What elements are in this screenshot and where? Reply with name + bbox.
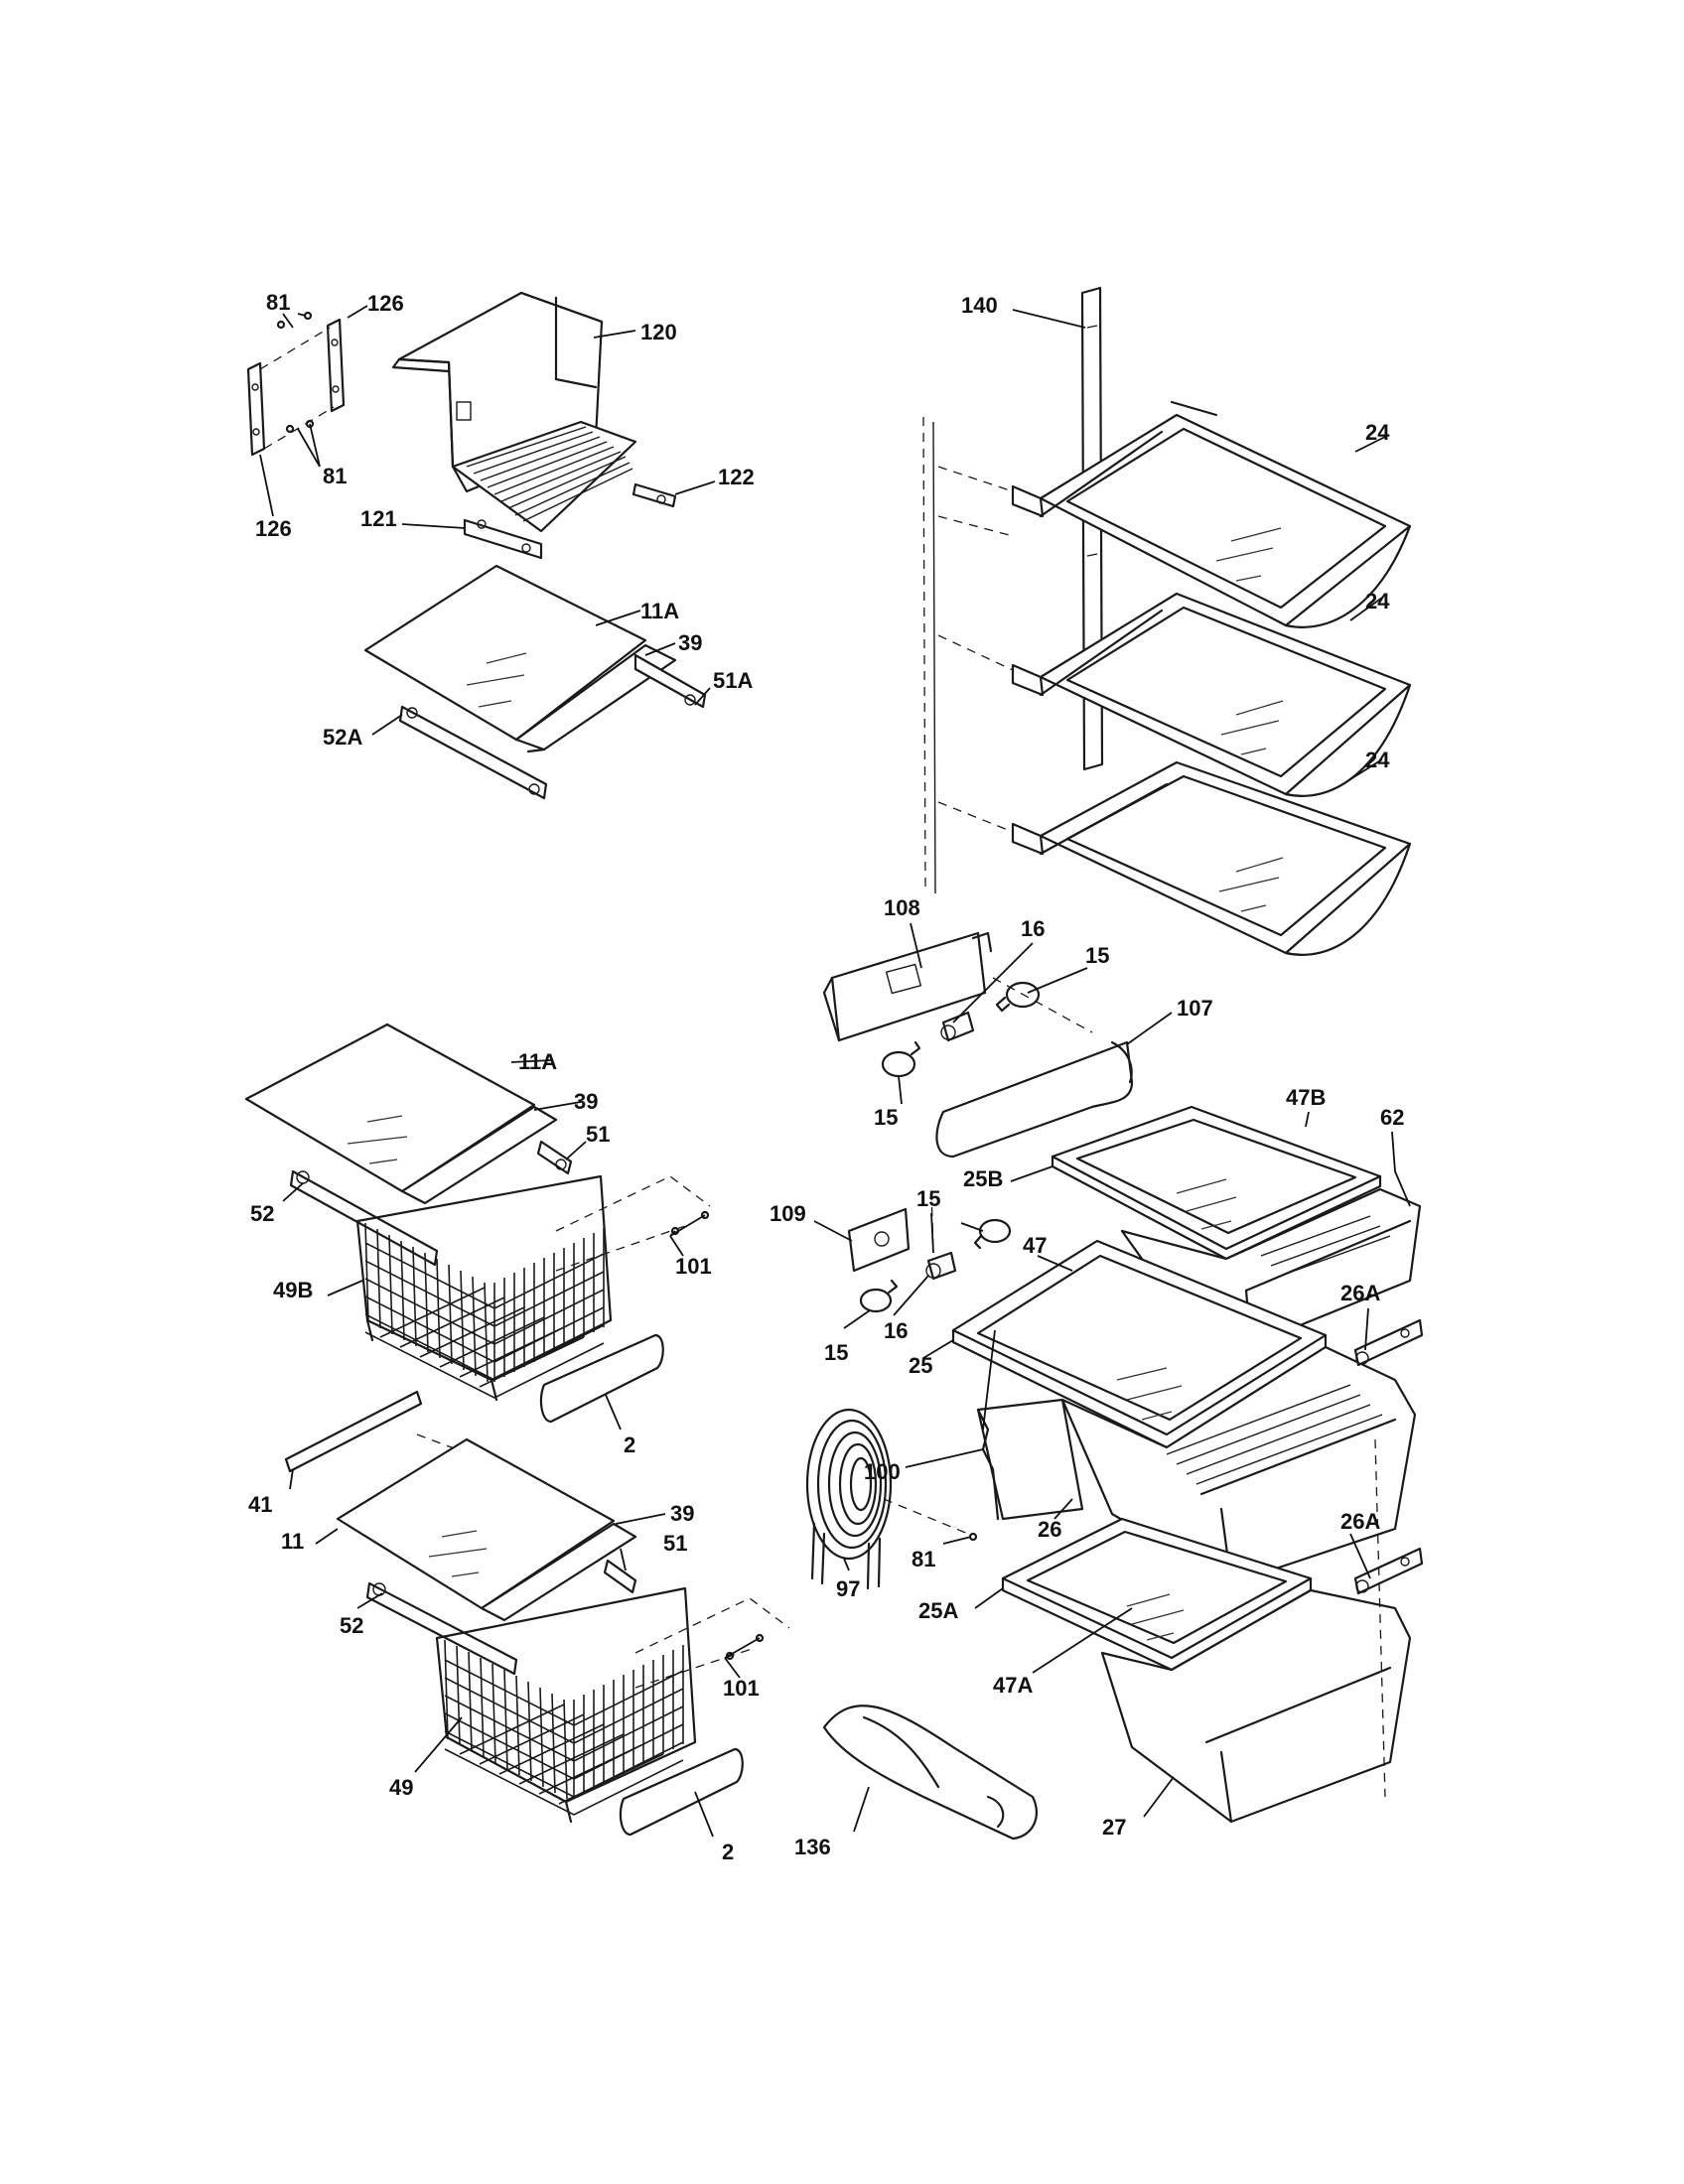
callout-24-middle: 24 — [1365, 589, 1390, 614]
callout-120: 120 — [640, 320, 677, 344]
trim-cover-136 — [822, 1705, 1038, 1841]
callout-25A: 25A — [918, 1598, 958, 1623]
basket-wire-grid — [444, 1639, 684, 1816]
light-housing-109 — [847, 1207, 911, 1273]
rail-51-low — [603, 1559, 637, 1594]
shelf-11A-mid — [244, 1023, 536, 1193]
light-socket-16-mid-icon — [925, 1251, 957, 1281]
callout-25: 25 — [909, 1353, 932, 1378]
callout-16-top: 16 — [1021, 916, 1045, 941]
shelf-11A-top — [363, 564, 647, 742]
callout-52-low: 52 — [340, 1613, 363, 1638]
trim-cover-2-mid — [539, 1333, 664, 1424]
leader-lines — [259, 305, 1411, 1838]
callout-39-top: 39 — [678, 630, 702, 655]
callout-16-mid: 16 — [884, 1318, 908, 1343]
callout-15-d: 15 — [824, 1340, 848, 1365]
shelf-frame-39-top — [514, 643, 677, 753]
callout-15-c: 15 — [916, 1186, 940, 1211]
callout-41: 41 — [248, 1492, 272, 1517]
light-shield-107 — [935, 1040, 1134, 1159]
callout-109: 109 — [770, 1201, 806, 1226]
rail-51-mid — [536, 1140, 573, 1175]
callout-26A-bottom: 26A — [1340, 1509, 1380, 1534]
ice-bin-120 — [391, 291, 637, 533]
callout-47: 47 — [1023, 1233, 1047, 1258]
screw-81-icon — [276, 311, 315, 434]
callout-24-bottom: 24 — [1365, 748, 1390, 772]
callout-140: 140 — [961, 293, 998, 318]
light-housing-108 — [822, 931, 993, 1042]
callout-51-mid: 51 — [586, 1122, 610, 1147]
bin-slide-121 — [463, 518, 543, 560]
callout-49: 49 — [389, 1775, 413, 1800]
wire-harness-97 — [805, 1408, 893, 1590]
shelf-11 — [336, 1437, 616, 1610]
callout-15-b: 15 — [874, 1105, 898, 1130]
callout-101-low: 101 — [723, 1676, 760, 1701]
shelf-frame-39-low — [480, 1522, 637, 1622]
rail-51A — [633, 653, 707, 709]
callout-101-mid: 101 — [675, 1254, 712, 1279]
wire-basket-49 — [435, 1586, 697, 1824]
callout-15-a: 15 — [1085, 943, 1109, 968]
basket-wire-grid — [364, 1222, 605, 1399]
bracket-126-left — [246, 361, 266, 457]
callout-108: 108 — [884, 895, 920, 920]
shelf-24-top — [1011, 400, 1412, 628]
wire-basket-49B — [355, 1174, 613, 1402]
callout-107: 107 — [1177, 996, 1213, 1021]
callout-126-bottom: 126 — [255, 516, 292, 541]
callout-81-top: 81 — [266, 290, 290, 315]
callout-26A-top: 26A — [1340, 1281, 1380, 1305]
callout-81-mid: 81 — [323, 464, 347, 488]
light-bulb-15-d-icon — [859, 1279, 899, 1313]
callout-49B: 49B — [273, 1278, 313, 1302]
callout-100: 100 — [864, 1459, 901, 1484]
callout-121: 121 — [360, 506, 397, 531]
callout-39-mid: 39 — [574, 1089, 598, 1114]
light-bulb-15-b-icon — [881, 1040, 921, 1078]
trim-cover-2-low — [619, 1747, 744, 1837]
callout-26: 26 — [1038, 1517, 1061, 1542]
shelf-front-41 — [284, 1390, 423, 1473]
callout-11A-mid: 11A — [518, 1049, 557, 1074]
shelf-24-middle — [1011, 592, 1412, 797]
callout-52A: 52A — [323, 725, 362, 750]
callout-25B: 25B — [963, 1166, 1003, 1191]
divider-panel-100 — [976, 1398, 1084, 1521]
light-socket-16-top-icon — [940, 1011, 975, 1042]
callout-labels: 81 126 120 81 122 126 121 11A 39 51A 52A… — [248, 290, 1404, 1864]
callout-97: 97 — [836, 1576, 860, 1601]
drawer-slide-26A-top — [1353, 1318, 1424, 1367]
bin-slide-122 — [632, 482, 677, 508]
callout-39-low: 39 — [670, 1501, 694, 1526]
light-bulb-15-c-icon — [973, 1218, 1012, 1250]
callout-11A-top: 11A — [640, 599, 679, 623]
callout-126-top: 126 — [367, 291, 404, 316]
callout-136: 136 — [794, 1835, 831, 1859]
callout-51A: 51A — [713, 668, 753, 693]
callout-51-low: 51 — [663, 1531, 687, 1556]
shelf-24-bottom — [1011, 760, 1412, 956]
callout-122: 122 — [718, 465, 755, 489]
crisper-drawer-27 — [1100, 1588, 1412, 1824]
bracket-126-right — [326, 318, 346, 413]
callout-11: 11 — [281, 1529, 304, 1554]
liner-wall-edge — [922, 416, 936, 894]
drawer-slide-26A-bottom — [1353, 1547, 1424, 1595]
callout-47A: 47A — [993, 1673, 1033, 1698]
callout-24-top: 24 — [1365, 420, 1390, 445]
callout-2-low: 2 — [722, 1840, 734, 1864]
shelf-frame-39-mid — [400, 1105, 558, 1205]
light-bulb-15-a-icon — [995, 981, 1041, 1013]
callout-27: 27 — [1102, 1815, 1126, 1840]
callout-47B: 47B — [1286, 1085, 1326, 1110]
callout-2-mid: 2 — [624, 1433, 635, 1457]
callout-62: 62 — [1380, 1105, 1404, 1130]
callout-52-mid: 52 — [250, 1201, 274, 1226]
callout-81-low: 81 — [912, 1547, 935, 1571]
